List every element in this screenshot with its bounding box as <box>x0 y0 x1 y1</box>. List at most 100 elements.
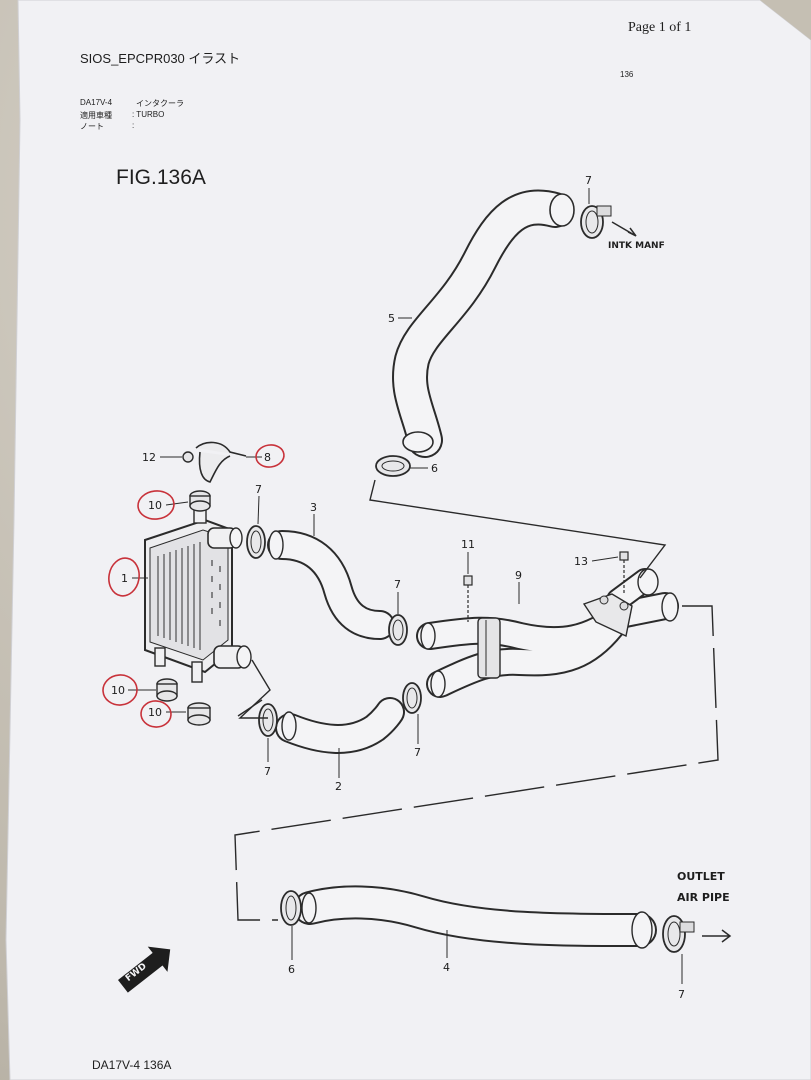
svg-text:1: 1 <box>121 572 128 585</box>
hose-5-bottom-opening <box>402 431 434 453</box>
svg-text:7: 7 <box>585 174 592 187</box>
svg-text:7: 7 <box>255 483 262 496</box>
svg-text:7: 7 <box>264 765 271 778</box>
note-value: : <box>132 121 135 130</box>
outlet-pipe-end-left <box>301 892 317 924</box>
y-pipe-outlet-top <box>637 568 659 596</box>
outlet-arrow <box>702 929 732 943</box>
svg-text:13: 13 <box>574 555 588 568</box>
callout-4: 4 <box>443 930 450 974</box>
bracket-8 <box>195 441 247 483</box>
intercooler-1 <box>144 504 252 683</box>
callout-7-hose3: 7 <box>255 483 262 525</box>
markup-circle-10-bottom <box>140 700 172 728</box>
svg-text:5: 5 <box>388 312 395 325</box>
bolt-12 <box>182 451 194 463</box>
callout-5: 5 <box>388 312 412 325</box>
svg-text:4: 4 <box>443 961 450 974</box>
svg-text:3: 3 <box>310 501 317 514</box>
paper-shadow <box>760 0 811 40</box>
note-label: ノート <box>80 122 104 131</box>
markup-circle-10-mid <box>102 674 138 706</box>
hose-5-top-opening <box>549 193 575 227</box>
callout-7-hose2: 7 <box>264 738 271 778</box>
markup-circle-1 <box>108 557 140 597</box>
y-pipe-9 <box>416 568 679 698</box>
callout-2: 2 <box>335 748 342 793</box>
clamp-7-hose2 <box>258 703 278 737</box>
svg-text:7: 7 <box>414 746 421 759</box>
outlet-label-line1: OUTLET <box>677 870 725 883</box>
page-indicator: Page 1 of 1 <box>628 20 692 35</box>
callout-9: 9 <box>515 569 522 604</box>
clamp-7-ypipe-upper <box>388 614 408 646</box>
grommet-10-bottom <box>187 702 211 726</box>
y-pipe-bracket <box>582 593 633 638</box>
svg-text:7: 7 <box>678 988 685 1001</box>
applicable-value: : TURBO <box>132 110 165 119</box>
clamp-6-upper <box>375 455 411 477</box>
figure-title: FIG.136A <box>116 166 206 189</box>
callout-8: 8 <box>246 451 271 464</box>
bolt-11 <box>463 575 473 622</box>
connection-lines <box>234 479 719 921</box>
clamp-7-ypipe-lower <box>402 682 422 714</box>
group-number: 136 <box>620 70 634 79</box>
callout-7-outlet: 7 <box>678 954 685 1001</box>
markup-circle-8 <box>255 444 285 468</box>
callout-7-ypipe-lower: 7 <box>414 714 421 759</box>
svg-text:9: 9 <box>515 569 522 582</box>
svg-text:11: 11 <box>461 538 475 551</box>
hose-2 <box>275 697 405 754</box>
y-pipe-inlet-upper <box>420 622 436 650</box>
callout-6-lower: 6 <box>288 926 295 976</box>
model-code: DA17V-4 <box>80 98 113 107</box>
outlet-pipe-end-right <box>631 911 653 949</box>
hose-3-end <box>268 530 284 560</box>
hose-3 <box>267 530 395 640</box>
callout-7-top: 7 <box>585 174 592 204</box>
callout-11: 11 <box>461 538 475 574</box>
outlet-label-line2: AIR PIPE <box>677 891 730 904</box>
applicable-label: 適用車種 <box>80 111 112 120</box>
outlet-pipe-4 <box>293 885 657 947</box>
svg-text:8: 8 <box>264 451 271 464</box>
footer-code: DA17V-4 136A <box>92 1058 172 1072</box>
intk-manf-label: INTK MANF <box>608 241 665 251</box>
y-pipe-band <box>477 617 501 679</box>
fwd-arrow-icon <box>118 946 171 993</box>
callout-13: 13 <box>574 555 619 568</box>
callout-7-ypipe-upper: 7 <box>394 578 401 614</box>
callout-10-mid: 10 <box>111 684 156 697</box>
clamp-6-lower <box>280 890 302 926</box>
callout-10-bottom: 10 <box>148 706 186 719</box>
svg-text:6: 6 <box>431 462 438 475</box>
svg-text:10: 10 <box>148 706 162 719</box>
callout-6-upper: 6 <box>410 462 438 475</box>
grommet-10-top <box>189 490 211 512</box>
intk-arrow <box>611 221 637 237</box>
clamp-7-hose3 <box>246 525 266 559</box>
svg-text:12: 12 <box>142 451 156 464</box>
callout-12: 12 <box>142 451 182 464</box>
svg-text:10: 10 <box>111 684 125 697</box>
markup-circles <box>102 444 285 728</box>
callout-1: 1 <box>121 572 148 585</box>
section-name: インタクーラ <box>136 99 184 108</box>
markup-circle-10-top <box>137 490 175 520</box>
clamp-7-top <box>580 205 612 239</box>
y-pipe-inlet-lower <box>430 670 446 698</box>
hose-5-upper <box>392 189 573 458</box>
y-pipe-outlet-right <box>661 592 679 622</box>
document-title: SIOS_EPCPR030 イラスト <box>80 51 241 66</box>
svg-text:2: 2 <box>335 780 342 793</box>
callout-10-top: 10 <box>148 499 189 512</box>
clamp-7-outlet <box>662 915 695 953</box>
callout-3: 3 <box>310 501 317 536</box>
grommet-10-mid <box>156 678 178 702</box>
svg-text:10: 10 <box>148 499 162 512</box>
svg-text:6: 6 <box>288 963 295 976</box>
svg-text:7: 7 <box>394 578 401 591</box>
